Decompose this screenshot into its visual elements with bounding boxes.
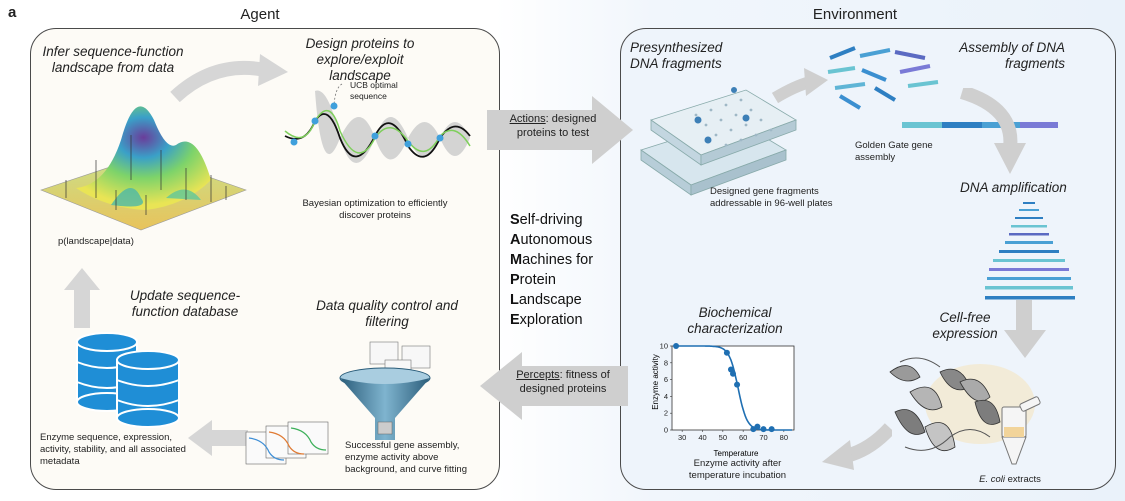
presynth-title: Presynthesized DNA fragments	[630, 40, 723, 71]
ecoli-italic: E. coli	[979, 474, 1005, 485]
database-caption: Enzyme sequence, expression, activity, s…	[40, 432, 186, 467]
percepts-label: Percepts: fitness of designed proteins	[508, 368, 618, 396]
percepts-description: : fitness of designed proteins	[519, 369, 610, 395]
x-tick-label: 30	[678, 433, 686, 442]
y-tick-label: 8	[664, 358, 668, 367]
well-plates-icon	[640, 87, 797, 196]
data-point	[723, 349, 730, 356]
samples-line: Protein	[510, 272, 556, 288]
data-point	[734, 381, 741, 388]
golden-gate-caption: Golden Gate gene assembly	[855, 140, 933, 163]
qc-caption: Successful gene assembly, enzyme activit…	[345, 440, 467, 475]
posterior-label: p(landscape|data)	[58, 236, 134, 247]
y-tick-label: 6	[664, 375, 668, 384]
samples-line: Autonomous	[510, 232, 593, 248]
infer-to-design-arrow	[170, 54, 288, 102]
amplification-title: DNA amplification	[960, 180, 1067, 195]
qc-title: Data quality control and filtering	[316, 298, 458, 329]
plates-caption: Designed gene fragments addressable in 9…	[710, 186, 833, 209]
panel-label: a	[8, 4, 17, 21]
y-tick-label: 0	[664, 426, 668, 435]
actions-description: : designed proteins to test	[516, 113, 597, 139]
agent-panel	[30, 28, 500, 490]
percepts-keyword: Percepts	[516, 369, 560, 381]
x-tick-label: 60	[739, 433, 747, 442]
amplification-to-cellfree-arrow	[1004, 300, 1046, 358]
x-tick-label: 80	[780, 433, 788, 442]
assembly-title: Assembly of DNA fragments	[959, 40, 1065, 71]
ecoli-caption: E. coli extracts	[965, 474, 1055, 486]
actions-keyword: Actions	[509, 113, 546, 125]
agent-header: Agent	[240, 6, 280, 23]
samples-line: Machines for	[510, 252, 594, 268]
plates-to-assembly-arrow	[771, 68, 828, 104]
data-point	[760, 426, 767, 433]
cellfree-title: Cell-free expression	[932, 310, 998, 341]
y-tick-label: 4	[664, 392, 668, 401]
y-tick-label: 10	[660, 342, 668, 351]
chart-frame	[671, 345, 795, 431]
samples-line: Self-driving	[510, 212, 583, 228]
qc-funnel-icon	[339, 341, 431, 440]
chart-xlabel: Temperature	[714, 449, 759, 458]
biochem-caption: Enzyme activity after temperature incuba…	[688, 458, 787, 481]
ecoli-rest: extracts	[1004, 474, 1041, 485]
design-proteins-title: Design proteins to explore/exploit lands…	[305, 36, 415, 83]
fitness-landscape-surface	[40, 106, 247, 231]
data-point	[768, 426, 775, 433]
ucb-label: UCB optimal sequence	[350, 80, 398, 101]
actions-arrow	[487, 96, 633, 164]
percepts-arrow	[480, 352, 628, 420]
environment-header: Environment	[812, 6, 898, 23]
bayes-caption: Bayesian optimization to efficiently dis…	[302, 198, 448, 221]
update-database-title: Update sequence-function database	[129, 288, 241, 319]
samples-line: Exploration	[510, 312, 583, 328]
x-tick-label: 50	[719, 433, 727, 442]
chart-ylabel: Enzyme activity	[651, 354, 660, 410]
cellfree-to-biochem-arrow	[822, 423, 892, 470]
data-point	[673, 343, 680, 349]
samples-acronym: Self-driving Autonomous Machines for Pro…	[510, 210, 630, 330]
database-icon	[76, 332, 180, 428]
samples-line: Landscape	[510, 292, 582, 308]
data-point	[754, 423, 761, 430]
dna-fragments-icon	[827, 46, 939, 110]
bayesian-optimization-plot	[284, 83, 471, 163]
x-tick-label: 40	[698, 433, 706, 442]
amplified-dna-icon	[985, 202, 1075, 300]
qc-to-database-arrow	[188, 420, 248, 456]
infer-landscape-title: Infer sequence-function landscape from d…	[42, 44, 184, 75]
filtered-curves	[245, 421, 329, 465]
assembly-to-amplification-arrow	[960, 88, 1026, 174]
protein-structure-icon	[889, 357, 1041, 465]
data-point	[730, 370, 736, 377]
actions-label: Actions: designed proteins to test	[498, 112, 608, 140]
database-to-infer-arrow	[64, 268, 100, 328]
y-tick-label: 2	[664, 409, 668, 418]
biochem-title: Biochemical characterization	[687, 305, 783, 336]
x-tick-label: 70	[759, 433, 767, 442]
